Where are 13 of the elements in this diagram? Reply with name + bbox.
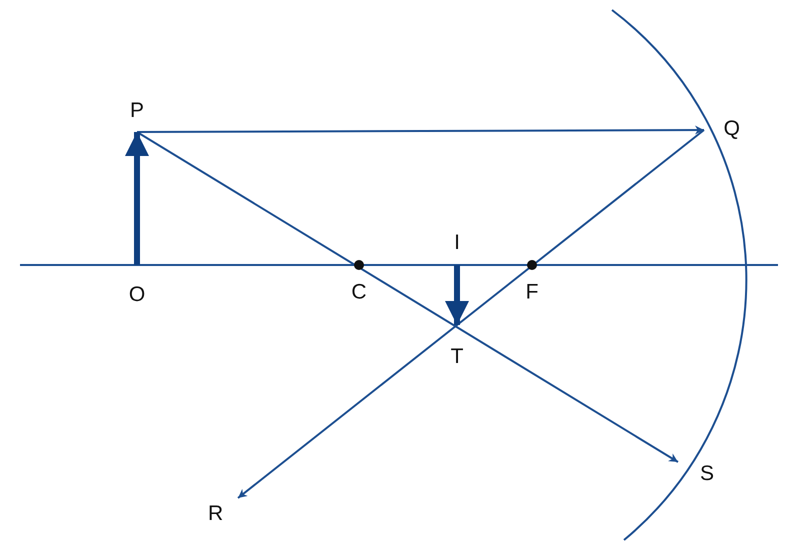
point-label: I — [454, 232, 460, 253]
ray-arrow — [237, 129, 705, 499]
thick-arrow — [445, 265, 469, 325]
point-label: O — [128, 284, 146, 305]
point-label: R — [208, 503, 224, 524]
thick-arrow — [125, 132, 149, 265]
point-label: P — [130, 100, 144, 121]
point-label: C — [351, 282, 367, 302]
point-label: F — [526, 282, 538, 302]
point-label: T — [450, 346, 464, 367]
point-label: Q — [724, 118, 740, 138]
ray-arrow — [137, 126, 704, 135]
point-label: S — [700, 463, 714, 484]
